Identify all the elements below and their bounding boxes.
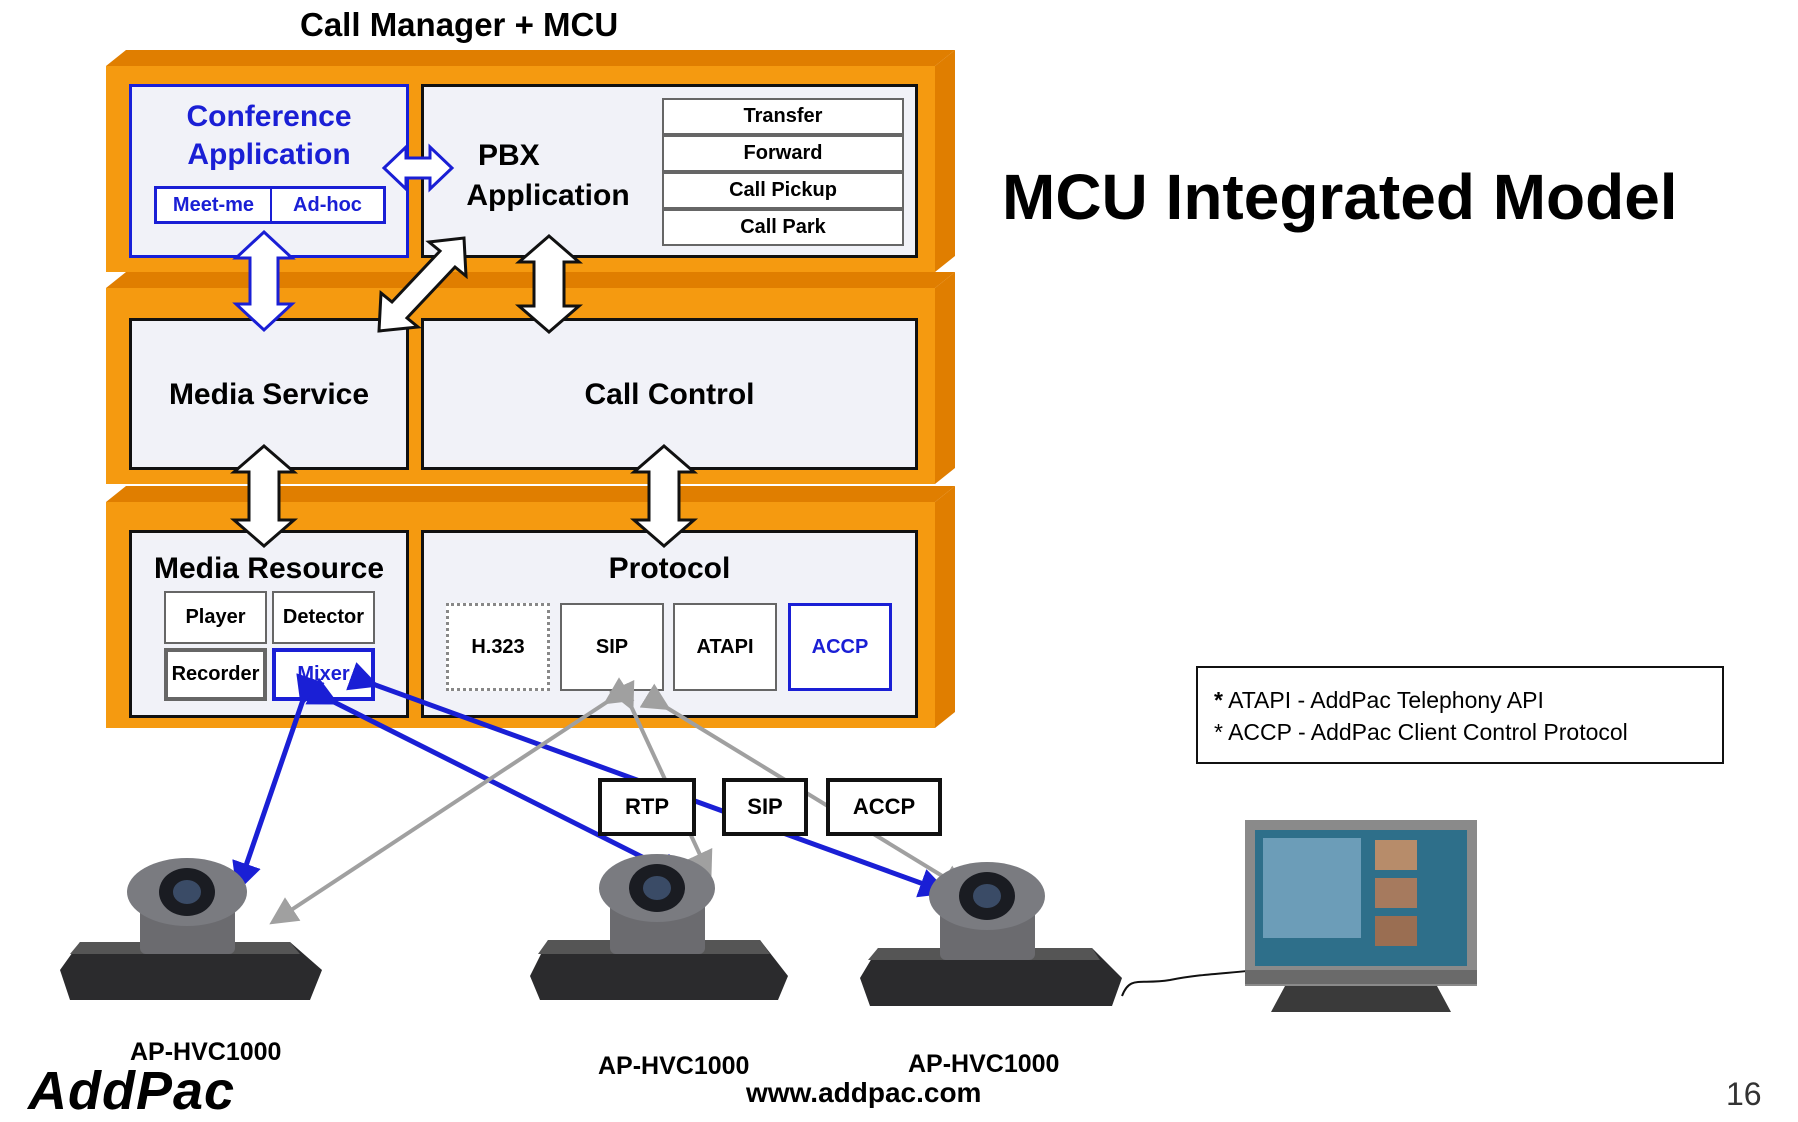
arrow-media-service-resource xyxy=(229,444,299,548)
page-number: 16 xyxy=(1726,1076,1762,1112)
media-resource-label: Media Resource xyxy=(153,552,385,585)
device-label-1: AP-HVC1000 xyxy=(130,1038,282,1066)
footer-url: www.addpac.com xyxy=(746,1077,982,1108)
conference-application-box xyxy=(129,84,409,258)
conference-label-line2: Application xyxy=(187,138,351,171)
tag-rtp: RTP xyxy=(598,778,696,836)
media-service-label: Media Service xyxy=(168,378,370,411)
call-control-label: Call Control xyxy=(584,378,755,411)
addpac-logo: AddPac xyxy=(28,1061,236,1121)
feature-call-park: Call Park xyxy=(662,209,904,246)
player-box: Player xyxy=(164,591,267,644)
sip-to-cam1 xyxy=(269,677,635,925)
feature-call-pickup: Call Pickup xyxy=(662,172,904,209)
main-title: MCU Integrated Model xyxy=(1002,161,1678,233)
diagram-subtitle: Call Manager + MCU xyxy=(300,6,619,43)
meet-me-box: Meet-me xyxy=(154,186,272,224)
arrow-conference-pbx xyxy=(381,143,455,193)
note-star: * xyxy=(1214,719,1223,745)
ad-hoc-box: Ad-hoc xyxy=(270,186,386,224)
atapi-to-cam3 xyxy=(639,683,969,893)
feature-transfer: Transfer xyxy=(662,98,904,135)
conference-label-line1: Conference xyxy=(186,100,352,133)
arrow-pbx-callcontrol xyxy=(514,234,584,334)
camera-1 xyxy=(60,858,322,1000)
note-atapi: * ATAPI - AddPac Telephony API xyxy=(1214,684,1722,716)
pbx-application-label: PBX Application xyxy=(448,136,648,216)
note-accp: * ACCP - AddPac Client Control Protocol xyxy=(1214,716,1722,748)
camera-2 xyxy=(530,854,788,1000)
pbx-label-line1: PBX xyxy=(478,139,540,172)
device-label-3: AP-HVC1000 xyxy=(908,1050,1060,1078)
note-star: * xyxy=(1214,687,1223,713)
protocol-label: Protocol xyxy=(608,552,731,585)
tag-sip: SIP xyxy=(722,778,808,836)
device-label-2: AP-HVC1000 xyxy=(598,1052,750,1080)
pbx-label-line2: Application xyxy=(466,179,630,212)
arrow-pbx-media-service xyxy=(377,236,468,333)
monitor-display xyxy=(1245,820,1477,1012)
arrow-conference-media xyxy=(232,229,296,333)
detector-box: Detector xyxy=(272,591,375,644)
feature-forward: Forward xyxy=(662,135,904,172)
note-text: ATAPI - AddPac Telephony API xyxy=(1222,687,1544,713)
notes-box: * ATAPI - AddPac Telephony API * ACCP - … xyxy=(1196,666,1724,764)
tag-accp: ACCP xyxy=(826,778,942,836)
conference-application-label: Conference Application xyxy=(129,98,409,174)
camera-3 xyxy=(860,862,1122,1006)
media-service-box xyxy=(129,318,409,470)
note-text: ACCP - AddPac Client Control Protocol xyxy=(1222,719,1628,745)
mixer-to-cam1 xyxy=(232,673,325,893)
arrow-callcontrol-protocol xyxy=(629,444,699,548)
